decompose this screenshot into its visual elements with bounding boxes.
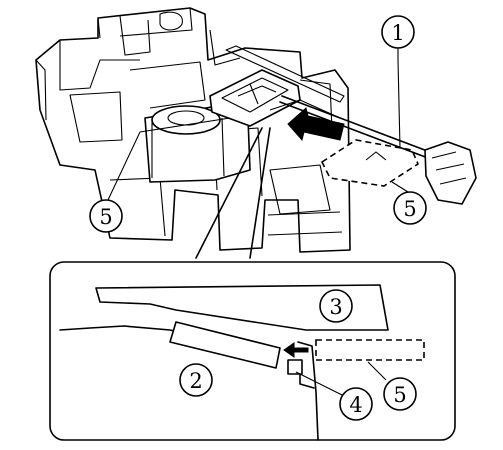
zoom-line-right xyxy=(249,127,271,259)
large-push-arrow-icon xyxy=(287,107,345,142)
part-2-plate xyxy=(169,321,281,369)
callout-3-text: 3 xyxy=(329,295,342,319)
detail-inset xyxy=(49,261,456,441)
part-5-dashed-detail xyxy=(315,339,425,361)
leader-5-top-right xyxy=(391,181,409,193)
leader-5-detail xyxy=(367,361,387,381)
callout-2: 2 xyxy=(179,363,213,397)
callout-3: 3 xyxy=(319,289,353,323)
leader-5-top-left xyxy=(107,117,231,201)
zoom-line-left xyxy=(195,127,263,259)
callout-1-text: 1 xyxy=(391,21,404,45)
callout-5-top-right-text: 5 xyxy=(403,197,416,221)
part-5-dashed-upper xyxy=(320,139,420,187)
callout-5-detail: 5 xyxy=(383,377,417,411)
callout-4: 4 xyxy=(339,387,373,421)
screwdriver-icon xyxy=(279,95,477,205)
callout-5-top-left-text: 5 xyxy=(99,205,112,229)
callout-2-text: 2 xyxy=(189,369,202,393)
leader-4 xyxy=(295,371,345,397)
part-4-tab xyxy=(287,359,303,375)
small-push-arrow-icon xyxy=(283,342,309,358)
callout-5-top-right: 5 xyxy=(393,191,427,225)
leader-1 xyxy=(397,48,401,149)
callout-5-detail-text: 5 xyxy=(393,383,406,407)
part-5-marker-icon xyxy=(365,151,387,161)
callout-4-text: 4 xyxy=(349,393,362,417)
callout-1: 1 xyxy=(381,15,415,49)
callout-5-top-left: 5 xyxy=(89,199,123,233)
part-3-housing xyxy=(95,284,389,331)
